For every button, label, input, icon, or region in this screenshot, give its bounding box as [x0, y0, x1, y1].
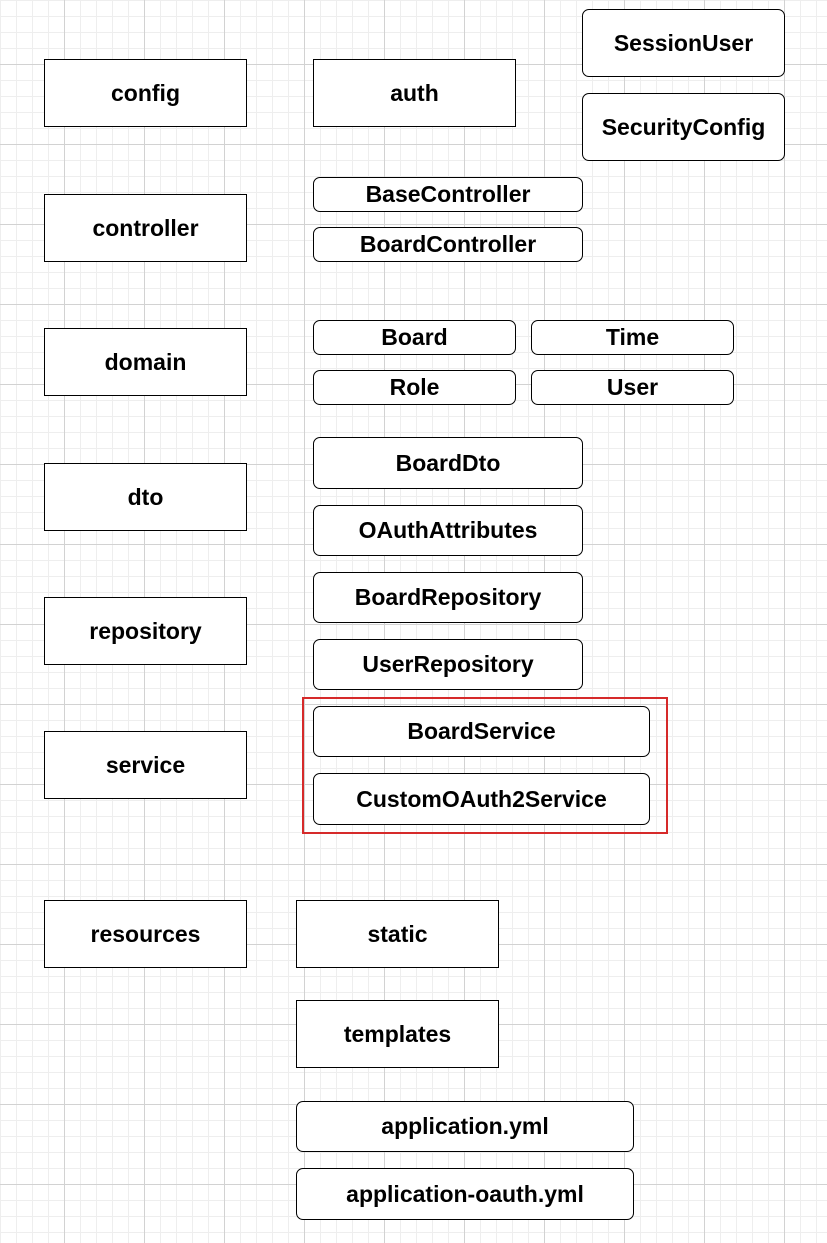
- class-role-label: Role: [389, 374, 440, 400]
- folder-templates-label: templates: [343, 1020, 452, 1047]
- file-application-oauth-yml-label: application-oauth.yml: [346, 1180, 584, 1207]
- package-repository[interactable]: repository: [44, 597, 247, 665]
- package-dto[interactable]: dto: [44, 463, 247, 531]
- class-session-user-label: SessionUser: [613, 29, 754, 56]
- class-board-service[interactable]: BoardService: [313, 706, 650, 757]
- package-domain[interactable]: domain: [44, 328, 247, 396]
- folder-templates[interactable]: templates: [296, 1000, 499, 1068]
- class-session-user[interactable]: SessionUser: [582, 9, 785, 77]
- class-board-service-label: BoardService: [407, 718, 556, 744]
- class-board-dto[interactable]: BoardDto: [313, 437, 583, 489]
- subpackage-auth[interactable]: auth: [313, 59, 516, 127]
- class-custom-oauth2-service[interactable]: CustomOAuth2Service: [313, 773, 650, 825]
- class-time-label: Time: [605, 324, 660, 350]
- class-user-repository-label: UserRepository: [362, 651, 534, 677]
- file-application-oauth-yml[interactable]: application-oauth.yml: [296, 1168, 634, 1220]
- package-config[interactable]: config: [44, 59, 247, 127]
- class-custom-oauth2-service-label: CustomOAuth2Service: [356, 785, 607, 812]
- package-resources-label: resources: [90, 920, 201, 947]
- class-user-label: User: [606, 374, 659, 400]
- folder-static[interactable]: static: [296, 900, 499, 968]
- package-repository-label: repository: [89, 617, 202, 644]
- class-base-controller[interactable]: BaseController: [313, 177, 583, 212]
- package-service[interactable]: service: [44, 731, 247, 799]
- package-domain-label: domain: [104, 348, 187, 375]
- folder-static-label: static: [367, 920, 428, 947]
- subpackage-auth-label: auth: [390, 79, 439, 106]
- class-oauth-attributes-label: OAuthAttributes: [358, 517, 538, 543]
- class-oauth-attributes[interactable]: OAuthAttributes: [313, 505, 583, 556]
- class-role[interactable]: Role: [313, 370, 516, 405]
- class-board-dto-label: BoardDto: [395, 449, 501, 476]
- package-dto-label: dto: [127, 483, 164, 510]
- class-board-label: Board: [381, 324, 448, 350]
- class-board-controller-label: BoardController: [359, 231, 537, 257]
- package-controller[interactable]: controller: [44, 194, 247, 262]
- class-board-controller[interactable]: BoardController: [313, 227, 583, 262]
- class-time[interactable]: Time: [531, 320, 734, 355]
- class-board-repository[interactable]: BoardRepository: [313, 572, 583, 623]
- file-application-yml-label: application.yml: [381, 1113, 549, 1139]
- class-user[interactable]: User: [531, 370, 734, 405]
- package-service-label: service: [105, 751, 186, 778]
- class-base-controller-label: BaseController: [365, 181, 531, 207]
- class-board[interactable]: Board: [313, 320, 516, 355]
- package-config-label: config: [111, 79, 180, 106]
- package-controller-label: controller: [92, 214, 199, 241]
- class-security-config[interactable]: SecurityConfig: [582, 93, 785, 161]
- file-application-yml[interactable]: application.yml: [296, 1101, 634, 1152]
- class-board-repository-label: BoardRepository: [354, 584, 542, 610]
- class-user-repository[interactable]: UserRepository: [313, 639, 583, 690]
- class-security-config-label: SecurityConfig: [601, 113, 766, 140]
- service-highlight-box: [302, 697, 668, 834]
- package-resources[interactable]: resources: [44, 900, 247, 968]
